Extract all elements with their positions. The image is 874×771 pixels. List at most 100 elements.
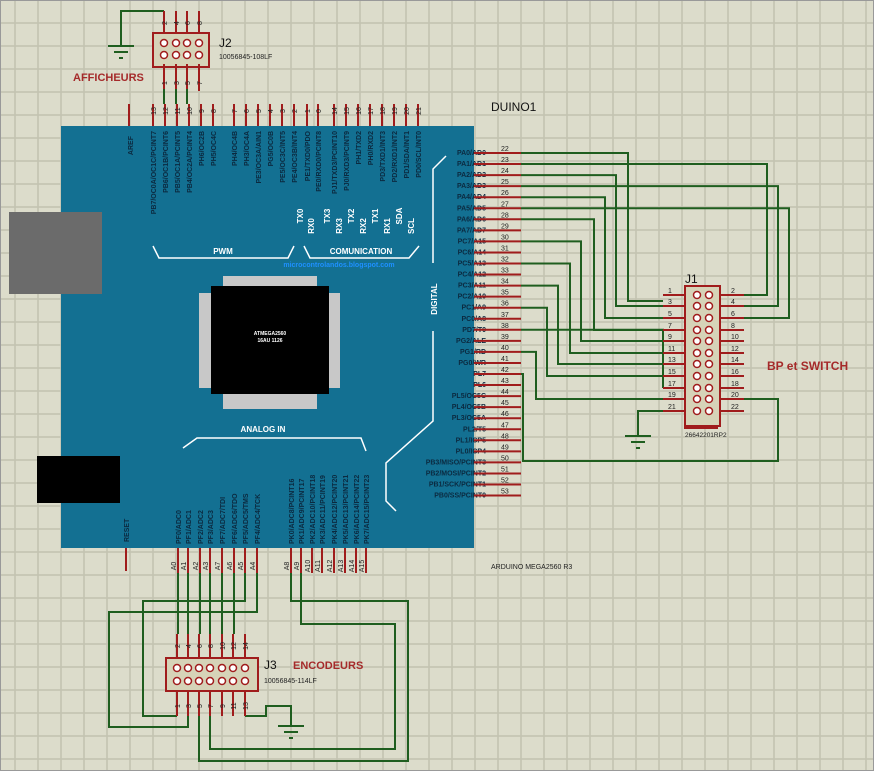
pin-number: 19	[392, 107, 399, 115]
mcu-chip	[211, 286, 329, 394]
chip-pads-bottom	[223, 391, 317, 409]
pin-alt-label: RX1	[383, 218, 392, 234]
pin-signal: PC2/A10	[458, 294, 487, 301]
chip-pads-left	[199, 293, 213, 388]
j1-pin-number: 10	[731, 334, 739, 341]
chip-pads-right	[326, 293, 340, 388]
pin-number: 50	[501, 455, 509, 462]
pin-signal: PC0/A8	[461, 316, 486, 323]
pin-number: 30	[501, 234, 509, 241]
j1-pin-number: 12	[731, 346, 739, 353]
digital-bracket-top	[432, 155, 447, 263]
pin-signal: PL4/OC5B	[452, 404, 486, 411]
pin-number: 1	[305, 109, 312, 113]
pin-signal: PE1/TXD0/PDO	[305, 130, 312, 181]
pin-number: 34	[501, 279, 509, 286]
j1-pad	[692, 383, 702, 393]
pin-signal: PF1/ADC1	[186, 510, 193, 544]
j2-pin-number: 3	[174, 81, 181, 85]
j1-pad	[704, 394, 714, 404]
pin-signal: PF5/ADC5/TMS	[243, 493, 250, 544]
j1-pin-number: 13	[668, 357, 676, 364]
pin-signal: PC3/A11	[458, 283, 486, 290]
j3-pad	[172, 663, 182, 673]
j1-pin-number: 19	[668, 392, 676, 399]
j2-pad	[194, 38, 204, 48]
pin-signal: PF0/ADC0	[176, 510, 183, 544]
wire	[521, 328, 664, 388]
pin-number: 49	[501, 444, 509, 451]
pin-signal: PA5/AD5	[457, 205, 486, 212]
pin-signal: PH3/OC4A	[244, 131, 251, 166]
pin-signal: PK4/ADC12/PCINT20	[332, 475, 339, 544]
j3-pin-number: 7	[208, 704, 215, 708]
chip-label: 16AU 1126	[257, 338, 282, 344]
pin-number: 48	[501, 433, 509, 440]
pin-signal: PE0/RXD0/PCINT8	[316, 131, 323, 192]
j1-pad	[692, 325, 702, 335]
j3-pin-number: 8	[208, 644, 215, 648]
j1-pin-number: 18	[731, 381, 739, 388]
pin-signal: PG0/WR	[458, 360, 486, 367]
wire	[198, 573, 409, 762]
pin-number: 24	[501, 168, 509, 175]
pin-signal: PF7/ADC7/TDI	[220, 497, 227, 544]
pin-number: 9	[199, 109, 206, 113]
pin-number: 13	[151, 107, 158, 115]
pin-alt-label: TX3	[323, 208, 332, 223]
pin-number: 28	[501, 212, 509, 219]
group-label-pwm: PWM	[213, 247, 233, 256]
pin-number: 39	[501, 334, 509, 341]
pin-signal: PA4/AD4	[457, 194, 486, 201]
j1-pad	[692, 313, 702, 323]
j3-part: 10056845-114LF	[264, 678, 317, 685]
pin-signal: PC5/A13	[458, 261, 487, 268]
pin-number: 3	[280, 109, 287, 113]
j3-pad	[240, 676, 250, 686]
pin-alt-label: TX1	[371, 208, 380, 223]
pin-number: 11	[175, 107, 182, 114]
j1-pad	[704, 383, 714, 393]
pin-signal: PC4/A12	[458, 272, 487, 279]
pin-signal: PB3/MISO/PCINT3	[426, 459, 486, 466]
wires	[108, 10, 790, 762]
j2-pad	[159, 50, 169, 60]
pin-signal: PH4/OC4B	[232, 131, 239, 166]
pin-signal: PA6/AD6	[457, 216, 486, 223]
j1-part: 26642201RP2	[685, 432, 727, 439]
pin-number: 32	[501, 257, 509, 264]
group-label-digital: DIGITAL	[430, 283, 439, 315]
wire	[521, 152, 663, 302]
j1-pin-number: 6	[731, 311, 735, 318]
pin-number: 16	[356, 107, 363, 115]
j3-pin-number: 11	[231, 702, 238, 709]
j3-pad	[217, 663, 227, 673]
wire	[521, 306, 663, 377]
pin-number: A11	[315, 560, 322, 572]
j1-ref: J1	[685, 272, 698, 286]
pin-signal: PK6/ADC14/PCINT22	[354, 475, 361, 544]
j1-pad	[692, 394, 702, 404]
pin-number: 8	[211, 109, 218, 113]
reset-label: RESET	[124, 518, 131, 542]
pin-alt-label: TX2	[347, 208, 356, 223]
pin-number: A0	[171, 562, 178, 571]
pin-alt-label: RX2	[359, 218, 368, 234]
aref-label: AREF	[128, 135, 135, 155]
wire	[521, 218, 663, 331]
j3-pad	[172, 676, 182, 686]
j1-pin-number: 5	[668, 311, 672, 318]
pin-number: 41	[501, 356, 509, 363]
chip-label: ATMEGA2560	[254, 331, 287, 337]
pin-number: 47	[501, 422, 509, 429]
j1-pin-number: 20	[731, 392, 739, 399]
j3-body	[165, 657, 259, 692]
group-label-communication: COMUNICATION	[330, 247, 393, 256]
pin-number: 6	[244, 109, 251, 113]
j3-pin-number: 2	[175, 644, 182, 648]
pin-number: A6	[227, 562, 234, 571]
pin-signal: PL3/OC5A	[452, 415, 486, 422]
